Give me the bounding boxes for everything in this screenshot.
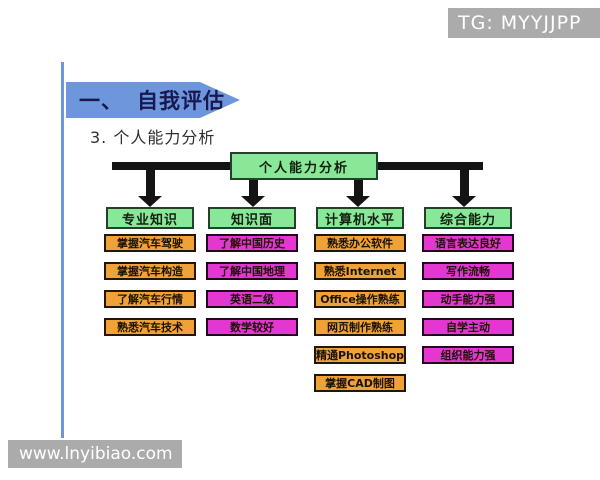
down-arrowhead-icon	[346, 196, 370, 207]
ability-box: 熟悉办公软件	[314, 234, 406, 252]
ability-box: Office操作熟练	[314, 290, 406, 308]
root-node: 个人能力分析	[230, 152, 378, 180]
ability-box: 掌握汽车驾驶	[104, 234, 196, 252]
down-arrowhead-icon	[452, 196, 476, 207]
slide-subtitle: 3. 个人能力分析	[90, 128, 216, 147]
category-box: 综合能力	[424, 207, 512, 229]
down-arrow-icon	[459, 170, 469, 196]
ability-box: 熟悉汽车技术	[104, 318, 196, 336]
ability-box: 组织能力强	[422, 346, 514, 364]
ability-box: 了解汽车行情	[104, 290, 196, 308]
ability-box: 精通Photoshop	[314, 346, 406, 364]
category-box: 专业知识	[106, 207, 194, 229]
down-arrow-icon	[248, 180, 258, 196]
down-arrowhead-icon	[138, 196, 162, 207]
ability-box: 语言表达良好	[422, 234, 514, 252]
tg-watermark: TG: MYYJJPP	[448, 8, 600, 38]
section-title: 自我评估	[137, 89, 225, 113]
down-arrow-icon	[145, 170, 155, 196]
ability-box: 动手能力强	[422, 290, 514, 308]
down-arrow-icon	[353, 180, 363, 196]
ability-box: 掌握汽车构造	[104, 262, 196, 280]
category-box: 知识面	[208, 207, 296, 229]
ability-box: 了解中国历史	[206, 234, 298, 252]
section-banner: 一、 自我评估	[66, 82, 240, 118]
ability-box: 了解中国地理	[206, 262, 298, 280]
section-number: 一、	[79, 89, 123, 113]
ability-box: 网页制作熟练	[314, 318, 406, 336]
ability-box: 熟悉Internet	[314, 262, 406, 280]
ability-box: 数学较好	[206, 318, 298, 336]
ability-box: 英语二级	[206, 290, 298, 308]
down-arrowhead-icon	[241, 196, 265, 207]
left-accent-line	[61, 62, 64, 438]
category-box: 计算机水平	[316, 207, 404, 229]
ability-box: 自学主动	[422, 318, 514, 336]
url-watermark: www.lnyibiao.com	[8, 440, 182, 468]
ability-box: 掌握CAD制图	[314, 374, 406, 392]
ability-box: 写作流畅	[422, 262, 514, 280]
